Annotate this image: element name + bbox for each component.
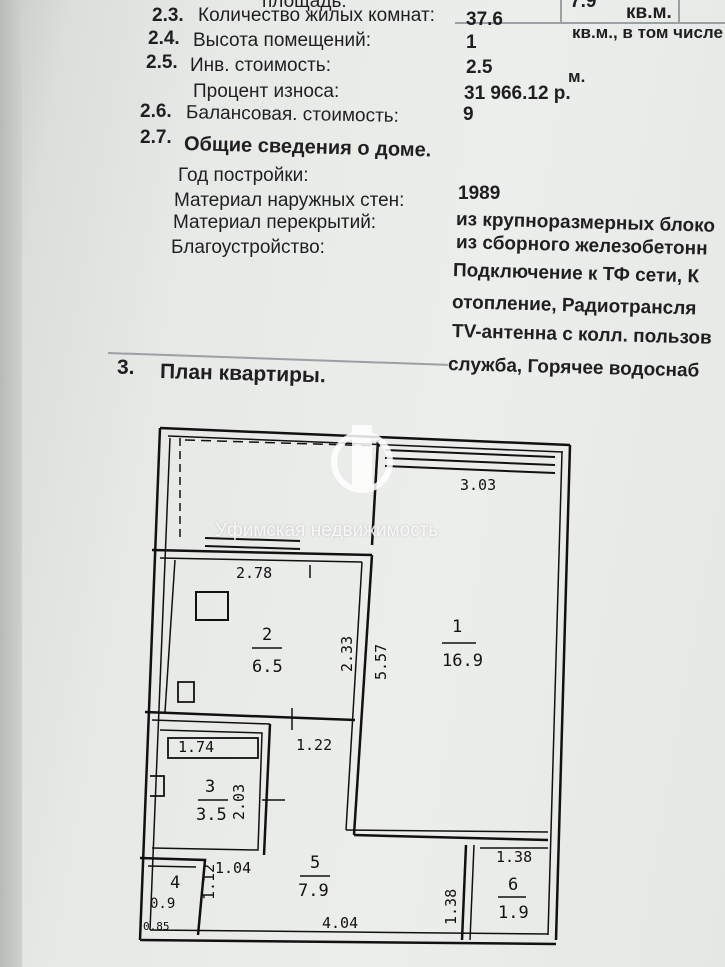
house-row-label: Материал перекрытий: (173, 212, 377, 233)
dim-2-03: 2.03 (230, 784, 248, 820)
row-number: 2.6. (140, 101, 172, 122)
house-row-value: 1989 (458, 183, 501, 204)
dim-1-38: 1.38 (496, 848, 532, 866)
dim-1-74: 1.74 (178, 738, 214, 756)
room-1-area: 16.9 (442, 651, 483, 671)
dim-1-12: 1.12 (200, 864, 218, 900)
dim-1-04: 1.04 (215, 859, 251, 877)
house-row-label: Год постройки: (178, 165, 309, 186)
room-6-area: 1.9 (498, 903, 529, 923)
section-number: 2.7. (140, 127, 172, 148)
dim-0-85: 0.85 (143, 920, 170, 933)
room-3-id: 3 (205, 777, 215, 797)
room-5-id: 5 (310, 853, 320, 873)
dim-2-78: 2.78 (236, 564, 272, 582)
room-4-area: 0.9 (150, 896, 175, 912)
row-label: Высота помещений: (193, 30, 371, 51)
row-value: 2.5 (466, 57, 493, 78)
row-unit: кв.м. (626, 2, 672, 23)
room-2-id: 2 (262, 625, 272, 645)
dim-4-04: 4.04 (322, 914, 358, 932)
table-line (455, 22, 725, 24)
row-unit: кв.м., в том числе (572, 23, 723, 42)
row-label: Количество жилых комнат: (198, 5, 435, 26)
house-row-label: Благоустройство: (171, 237, 325, 258)
dim-5-57: 5.57 (372, 644, 390, 680)
watermark-text: Уфимская недвижимость (215, 520, 439, 541)
row-value: 1 (466, 32, 477, 53)
watermark-logo-icon (331, 425, 393, 493)
dim-2-33: 2.33 (338, 636, 356, 672)
row-value: 9 (463, 104, 474, 125)
row-unit: м. (568, 67, 586, 86)
dim-1-22: 1.22 (296, 736, 332, 754)
table-line (678, 0, 680, 22)
row-label: Инв. стоимость: (190, 55, 331, 76)
room-3-area: 3.5 (196, 805, 227, 825)
room-2-area: 6.5 (252, 657, 283, 677)
row-label: площадь: (262, 0, 347, 12)
row-number: 2.5. (146, 52, 178, 73)
row-number: 2.4. (148, 28, 180, 49)
row-label: Процент износа: (193, 81, 340, 102)
dim-1-38-vertical: 1.38 (442, 889, 460, 925)
room-4-id: 4 (170, 873, 180, 893)
house-row-label: Материал наружных стен: (174, 190, 405, 211)
dim-3-03: 3.03 (460, 476, 496, 494)
row-value: 7.9 (570, 0, 597, 12)
row-number: 2.3. (152, 5, 184, 26)
row-value: 37.6 (466, 9, 503, 30)
row-value: 31 966.12 р. (464, 83, 571, 104)
room-1-id: 1 (452, 617, 462, 637)
plan-number: 3. (117, 356, 135, 379)
table-line (560, 0, 562, 22)
room-6-id: 6 (508, 875, 518, 895)
room-5-area: 7.9 (298, 881, 329, 901)
